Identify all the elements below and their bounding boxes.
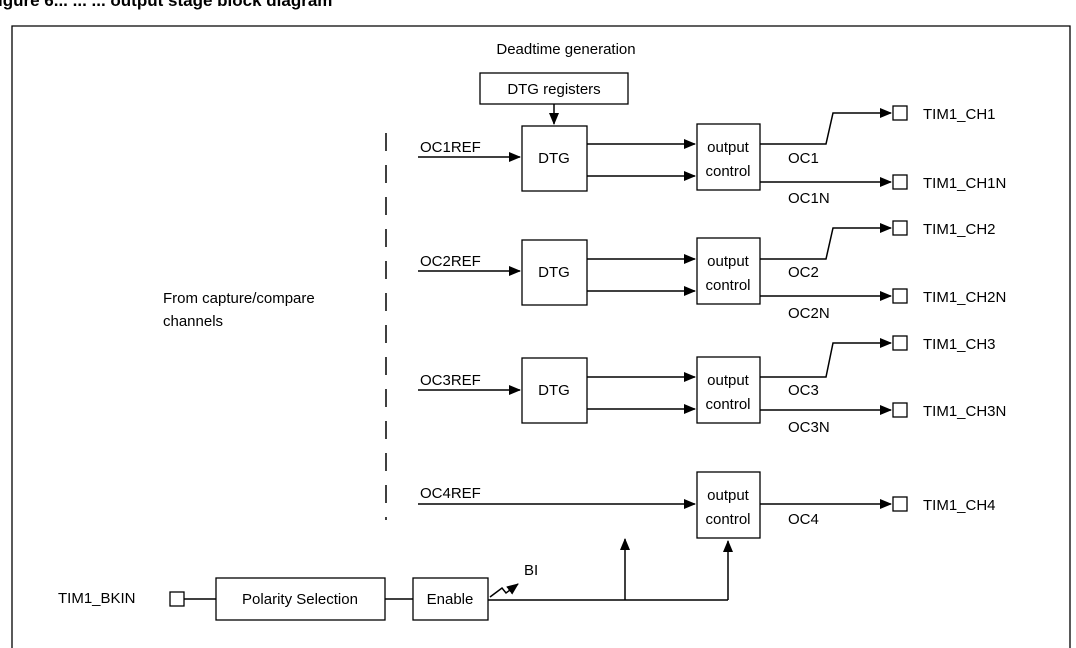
oc1-line — [760, 108, 892, 145]
output-control-box-3 — [696, 356, 761, 424]
oc4-label: OC4 — [788, 511, 819, 528]
oc4ref-label: OC4REF — [420, 485, 481, 502]
pin-tim1-ch2n — [892, 288, 908, 304]
figure-frame — [11, 25, 1071, 648]
channel-2: OC2REF DTG output control OC2 OC2N TIM1_… — [418, 220, 1006, 322]
output-control-2-line2: control — [705, 277, 750, 294]
oc2ref-label: OC2REF — [420, 253, 481, 270]
dtg-box-3 — [521, 357, 588, 424]
oc2-label: OC2 — [788, 264, 819, 281]
output-control-1-line1: output — [707, 139, 750, 156]
oc1n-label: OC1N — [788, 190, 830, 207]
output-control-3-line1: output — [707, 372, 750, 389]
oc3ref-label: OC3REF — [420, 372, 481, 389]
bi-label: BI — [524, 562, 538, 579]
dtg-label-1: DTG — [538, 150, 570, 167]
source-label-line1: From capture/compare — [163, 290, 315, 307]
source-label-line2: channels — [163, 313, 223, 330]
output-control-box-4 — [696, 471, 761, 539]
pin-tim1-ch1 — [892, 105, 908, 121]
oc1-label: OC1 — [788, 150, 819, 167]
output-control-4-line1: output — [707, 487, 750, 504]
figure-title: igure 6... ... ... output stage block di… — [0, 0, 332, 10]
output-control-2-line1: output — [707, 253, 750, 270]
tim1-ch3-label: TIM1_CH3 — [923, 336, 996, 353]
dtg-registers-box — [479, 72, 629, 105]
oc3-line — [760, 338, 892, 378]
output-control-3-line2: control — [705, 396, 750, 413]
dtg-label-3: DTG — [538, 382, 570, 399]
pin-tim1-ch3n — [892, 402, 908, 418]
pin-tim1-ch1n — [892, 174, 908, 190]
tim1-ch3n-label: TIM1_CH3N — [923, 403, 1006, 420]
tim1-ch4-label: TIM1_CH4 — [923, 497, 996, 514]
oc3n-label: OC3N — [788, 419, 830, 436]
tim1-ch1-label: TIM1_CH1 — [923, 106, 996, 123]
tim1-ch1n-label: TIM1_CH1N — [923, 175, 1006, 192]
pin-tim1-ch2 — [892, 220, 908, 236]
bi-signal-arrow — [489, 583, 519, 598]
dtg-registers-label: DTG registers — [507, 81, 600, 98]
enable-label: Enable — [427, 591, 474, 608]
brake-path: TIM1_BKIN Polarity Selection Enable BI — [58, 538, 733, 621]
output-control-4-line2: control — [705, 511, 750, 528]
tim1-ch2n-label: TIM1_CH2N — [923, 289, 1006, 306]
dtg-label-2: DTG — [538, 264, 570, 281]
channel-4: OC4REF output control OC4 TIM1_CH4 — [418, 471, 996, 539]
output-control-1-line2: control — [705, 163, 750, 180]
tim1-ch2-label: TIM1_CH2 — [923, 221, 996, 238]
enable-box — [412, 577, 489, 621]
channel-1: OC1REF DTG output control OC1 OC1N TIM1_… — [418, 105, 1006, 207]
oc3-label: OC3 — [788, 382, 819, 399]
dtg-box-1 — [521, 125, 588, 192]
polarity-selection-label: Polarity Selection — [242, 591, 358, 608]
output-control-box-1 — [696, 123, 761, 191]
pin-tim1-ch3 — [892, 335, 908, 351]
tim1-bkin-label: TIM1_BKIN — [58, 590, 136, 607]
oc2-line — [760, 223, 892, 260]
oc2n-label: OC2N — [788, 305, 830, 322]
oc1ref-label: OC1REF — [420, 139, 481, 156]
deadtime-generation-label: Deadtime generation — [496, 41, 635, 58]
pin-tim1-ch4 — [892, 496, 908, 512]
pin-tim1-bkin — [169, 591, 185, 607]
channel-3: OC3REF DTG output control OC3 OC3N TIM1_… — [418, 335, 1006, 436]
dtg-box-2 — [521, 239, 588, 306]
output-control-box-2 — [696, 237, 761, 305]
